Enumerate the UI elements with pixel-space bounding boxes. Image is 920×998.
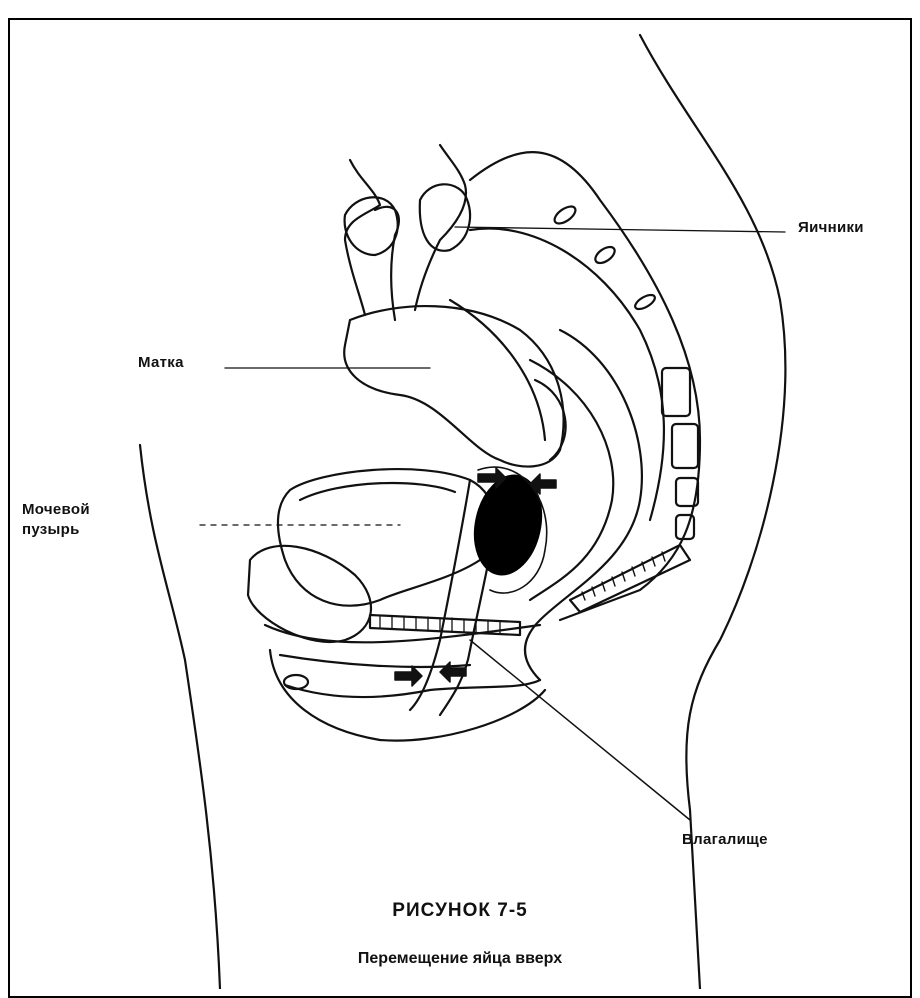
urethra-opening [284, 675, 308, 689]
vertebra-oval [593, 244, 618, 266]
ovary-right [420, 184, 470, 250]
label-ovaries: Яичники [798, 218, 864, 238]
vertebra-block [662, 368, 690, 416]
ovary-left [345, 197, 398, 255]
figure-caption-subtitle: Перемещение яйца вверх [0, 950, 920, 968]
label-vagina: Влагалище [682, 830, 768, 850]
bladder-inner [300, 483, 455, 500]
uterus-fold [450, 300, 545, 440]
fallopian-tube-left [345, 160, 380, 315]
vertebra-block [672, 424, 698, 468]
vertebra-oval [633, 292, 657, 312]
arrow-icon [395, 666, 422, 686]
vagina-leader [470, 640, 690, 820]
figure-caption-title: РИСУНОК 7-5 [0, 900, 920, 922]
perineum-mid [280, 655, 470, 667]
label-uterus: Матка [138, 353, 184, 373]
vertebra-oval [552, 203, 579, 227]
bladder [278, 469, 496, 606]
perineum-bottom [270, 650, 545, 741]
label-bladder: Мочевой пузырь [22, 500, 90, 540]
fallopian-tube-left-2 [375, 207, 399, 320]
